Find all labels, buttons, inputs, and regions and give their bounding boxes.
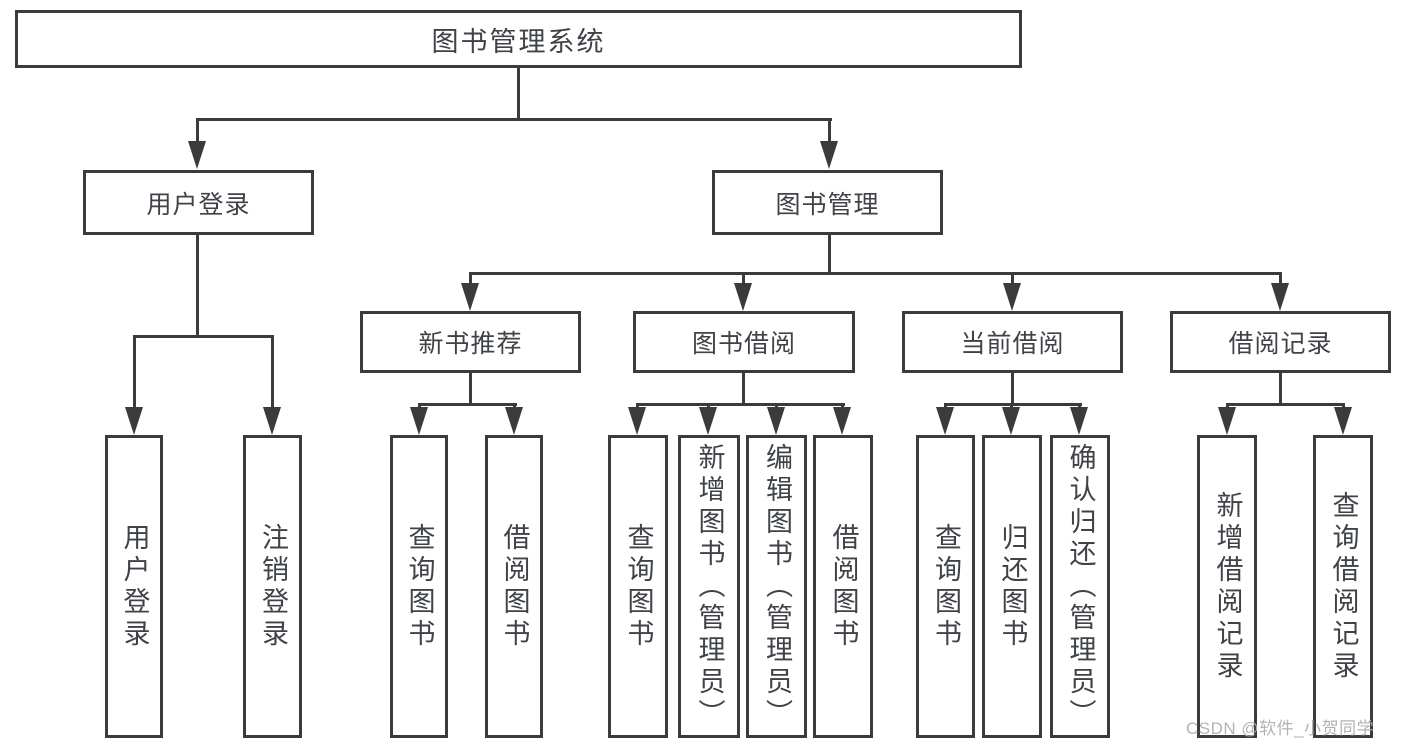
node-label: 查询借阅记录 bbox=[1328, 490, 1359, 683]
arrowhead-down-icon bbox=[263, 407, 281, 435]
arrowhead-down-icon bbox=[767, 407, 785, 435]
node-label: 注销登录 bbox=[258, 522, 288, 651]
connector-line bbox=[828, 235, 831, 274]
arrowhead-down-icon bbox=[1002, 407, 1020, 435]
node-label: 查询图书 bbox=[404, 522, 435, 651]
node-leaf-query-borrow-record: 查询借阅记录 bbox=[1313, 435, 1373, 738]
connector-line bbox=[1279, 272, 1282, 285]
node-user-login-branch: 用户登录 bbox=[83, 170, 314, 235]
node-leaf-borrow-books-2: 借阅图书 bbox=[813, 435, 873, 738]
arrowhead-down-icon bbox=[410, 407, 428, 435]
connector-line bbox=[196, 235, 199, 337]
arrowhead-down-icon bbox=[1271, 283, 1289, 311]
node-label: 图书管理系统 bbox=[431, 26, 606, 57]
arrowhead-down-icon bbox=[699, 407, 717, 435]
csdn-watermark: CSDN @软件_小贺同学 bbox=[1186, 719, 1375, 738]
connector-line bbox=[271, 335, 274, 409]
connector-line bbox=[828, 118, 831, 144]
node-label: 借阅图书 bbox=[828, 522, 859, 651]
node-leaf-confirm-return-admin: 确认归还（管理员） bbox=[1050, 435, 1110, 738]
connector-line bbox=[1226, 403, 1345, 406]
arrowhead-down-icon bbox=[1334, 407, 1352, 435]
node-label: 用户登录 bbox=[146, 190, 251, 219]
node-current-borrowing: 当前借阅 bbox=[902, 311, 1123, 373]
connector-line bbox=[742, 272, 745, 285]
connector-line bbox=[469, 272, 472, 285]
node-label: 当前借阅 bbox=[960, 330, 1065, 358]
node-label: 借阅图书 bbox=[499, 522, 530, 651]
arrowhead-down-icon bbox=[936, 407, 954, 435]
connector-line bbox=[1011, 373, 1014, 405]
node-borrowing-records: 借阅记录 bbox=[1170, 311, 1391, 373]
connector-line bbox=[742, 373, 745, 405]
arrowhead-down-icon bbox=[1070, 407, 1088, 435]
node-label: 新增借阅记录 bbox=[1212, 490, 1243, 683]
node-book-borrowing: 图书借阅 bbox=[633, 311, 855, 373]
arrowhead-down-icon bbox=[461, 283, 479, 311]
arrowhead-down-icon bbox=[628, 407, 646, 435]
connector-line bbox=[1279, 373, 1282, 405]
node-label: 借阅记录 bbox=[1228, 330, 1333, 358]
node-leaf-edit-book-admin: 编辑图书（管理员） bbox=[746, 435, 807, 738]
connector-line bbox=[944, 403, 1082, 406]
connector-line bbox=[517, 68, 520, 120]
node-label: 编辑图书（管理员） bbox=[762, 442, 792, 731]
node-label: 新增图书（管理员） bbox=[694, 442, 725, 731]
arrowhead-down-icon bbox=[1003, 283, 1021, 311]
arrowhead-down-icon bbox=[125, 407, 143, 435]
connector-line bbox=[469, 272, 1282, 275]
connector-line bbox=[1011, 272, 1014, 285]
connector-line bbox=[196, 118, 832, 121]
node-label: 图书管理 bbox=[775, 190, 880, 219]
node-leaf-query-books-2: 查询图书 bbox=[608, 435, 668, 738]
connector-line bbox=[469, 373, 472, 405]
connector-line bbox=[637, 403, 845, 406]
node-label: 图书借阅 bbox=[691, 330, 796, 358]
node-new-book-recommend: 新书推荐 bbox=[360, 311, 581, 373]
node-library-system: 图书管理系统 bbox=[15, 10, 1022, 68]
node-label: 查询图书 bbox=[931, 522, 961, 651]
node-leaf-return-book: 归还图书 bbox=[982, 435, 1042, 738]
node-label: 确认归还（管理员） bbox=[1065, 442, 1096, 731]
node-leaf-logout: 注销登录 bbox=[243, 435, 302, 738]
node-label: 归还图书 bbox=[997, 522, 1028, 651]
node-label: 查询图书 bbox=[623, 522, 654, 651]
arrowhead-down-icon bbox=[188, 141, 206, 169]
connector-line bbox=[418, 403, 517, 406]
arrowhead-down-icon bbox=[734, 283, 752, 311]
arrowhead-down-icon bbox=[505, 407, 523, 435]
node-leaf-add-book-admin: 新增图书（管理员） bbox=[678, 435, 740, 738]
arrowhead-down-icon bbox=[1218, 407, 1236, 435]
node-leaf-user-login: 用户登录 bbox=[105, 435, 163, 738]
connector-line bbox=[133, 335, 274, 338]
node-leaf-add-borrow-record: 新增借阅记录 bbox=[1197, 435, 1257, 738]
node-label: 新书推荐 bbox=[418, 330, 523, 358]
node-leaf-borrow-books-1: 借阅图书 bbox=[485, 435, 543, 738]
arrowhead-down-icon bbox=[820, 141, 838, 169]
node-book-management-branch: 图书管理 bbox=[712, 170, 943, 235]
arrowhead-down-icon bbox=[833, 407, 851, 435]
node-leaf-query-books-1: 查询图书 bbox=[390, 435, 448, 738]
connector-line bbox=[196, 118, 199, 144]
node-label: 用户登录 bbox=[119, 522, 150, 651]
node-leaf-query-books-3: 查询图书 bbox=[916, 435, 975, 738]
connector-line bbox=[133, 335, 136, 409]
